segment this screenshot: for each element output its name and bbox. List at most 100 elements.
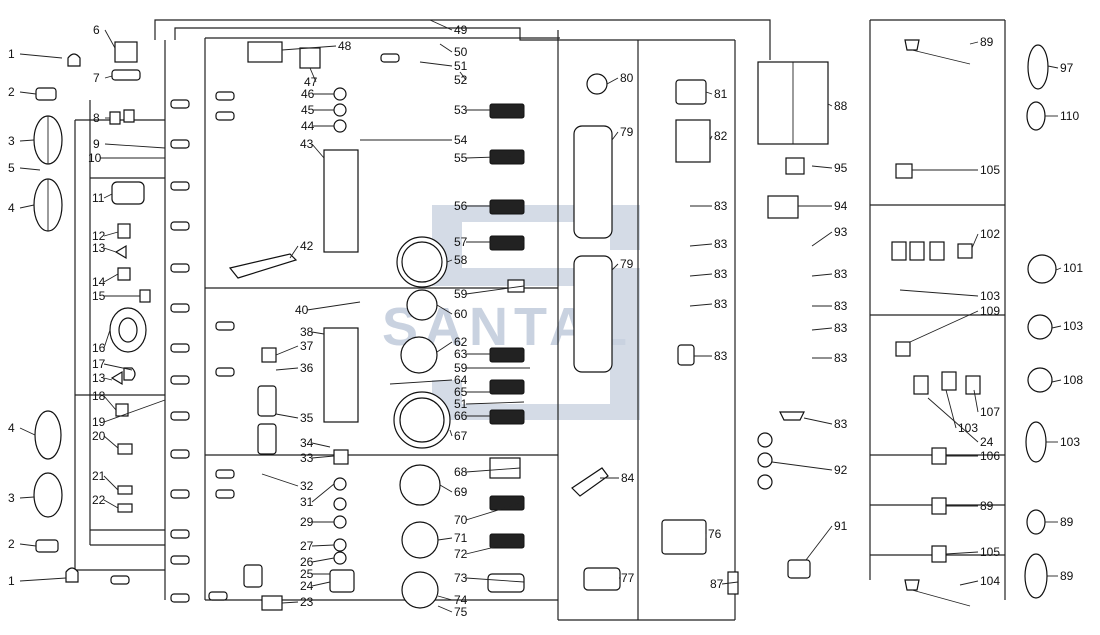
callout-label: 51	[454, 397, 468, 411]
callout-label: 62	[454, 335, 468, 349]
callout-label: 89	[1060, 569, 1074, 583]
sensor-97	[904, 39, 920, 51]
leader-line	[1055, 267, 1062, 271]
switch-70	[489, 495, 525, 511]
callout-label: 105	[980, 163, 1000, 177]
gauge-74	[401, 571, 439, 609]
leader-line	[827, 103, 833, 107]
callout-label: 21	[92, 469, 106, 483]
callout-label: 65	[454, 385, 468, 399]
lamp-104	[1024, 553, 1048, 599]
connector	[380, 53, 400, 63]
callout-label: 7	[93, 71, 100, 85]
leader-line	[311, 331, 325, 335]
connector	[170, 343, 190, 353]
switch-35b	[257, 423, 277, 455]
leader-line	[465, 285, 525, 295]
callout-label: 79	[620, 257, 634, 271]
leader-line	[311, 442, 331, 448]
callout-label: 83	[834, 351, 848, 365]
callout-label: 105	[980, 545, 1000, 559]
callout-label: 2	[8, 537, 15, 551]
leader-line	[927, 397, 979, 443]
callout-label: 72	[454, 547, 468, 561]
callout-label: 54	[454, 133, 468, 147]
indicator-lamps-44-46	[333, 87, 347, 133]
callout-label: 104	[980, 574, 1000, 588]
leader-line	[465, 577, 525, 583]
callout-label: 97	[1060, 61, 1074, 75]
leader-line	[606, 77, 619, 85]
switch-63	[489, 347, 525, 363]
sensor-13	[114, 244, 127, 260]
callout-label: 11	[92, 191, 105, 205]
leader-line	[311, 483, 335, 503]
callout-label: 52	[454, 73, 468, 87]
fuse-parts	[571, 61, 829, 595]
leader-line	[705, 91, 713, 95]
leader-line	[104, 75, 113, 79]
switch-72	[489, 533, 525, 549]
callout-label: 22	[92, 493, 106, 507]
leader-line	[436, 341, 453, 353]
lamp-2	[35, 87, 57, 101]
callout-label: 16	[92, 341, 106, 355]
leader-line	[311, 455, 335, 459]
leader-line	[19, 427, 36, 436]
sensor-97b	[904, 579, 920, 591]
callout-label: 3	[8, 134, 15, 148]
connector	[215, 367, 235, 377]
leader-line	[389, 379, 453, 385]
sensor-89b	[931, 447, 947, 465]
leader-line	[289, 245, 299, 259]
callout-label: 20	[92, 429, 106, 443]
sensor-20	[117, 443, 133, 455]
callout-label: 12	[92, 229, 106, 243]
connector	[170, 411, 190, 421]
part-84	[677, 344, 695, 366]
sensor-13b	[110, 370, 123, 386]
callout-label: 24	[980, 435, 994, 449]
leader-line	[465, 401, 525, 405]
leader-line	[103, 363, 133, 371]
leader-line	[309, 67, 317, 83]
sensor-24	[329, 569, 355, 593]
callout-label: 35	[300, 411, 314, 425]
callout-label: 83	[834, 417, 848, 431]
connector	[215, 111, 235, 121]
callout-label: 69	[454, 485, 468, 499]
gauge-60	[406, 289, 438, 321]
leader-line	[811, 327, 833, 331]
leader-line	[19, 91, 37, 95]
callout-label: 110	[1060, 109, 1079, 123]
part-33	[333, 449, 349, 465]
callout-label: 93	[834, 225, 848, 239]
part-80	[586, 73, 608, 95]
sensor-17	[123, 367, 136, 381]
callout-label: 5	[8, 161, 15, 175]
part-101c	[929, 241, 945, 261]
part-103b	[895, 341, 911, 357]
callout-label: 63	[454, 347, 468, 361]
switch-47	[299, 47, 321, 69]
leader-line	[103, 247, 117, 253]
leader-line	[19, 204, 35, 209]
part-101a	[891, 241, 907, 261]
leader-line	[19, 53, 63, 59]
leader-line	[1051, 379, 1062, 383]
leader-line	[465, 539, 525, 555]
connector	[215, 91, 235, 101]
leader-line	[19, 543, 37, 547]
callout-label: 56	[454, 199, 468, 213]
callout-label: 89	[1060, 515, 1074, 529]
callout-label: 59	[454, 287, 468, 301]
callout-label: 70	[454, 513, 468, 527]
leader-line	[261, 473, 299, 487]
leader-line	[805, 525, 833, 561]
wiper-42	[228, 253, 298, 279]
callout-label: 81	[714, 87, 728, 101]
leader-line	[437, 595, 453, 601]
callout-label: 103	[1060, 435, 1080, 449]
sensor-14	[117, 267, 131, 281]
